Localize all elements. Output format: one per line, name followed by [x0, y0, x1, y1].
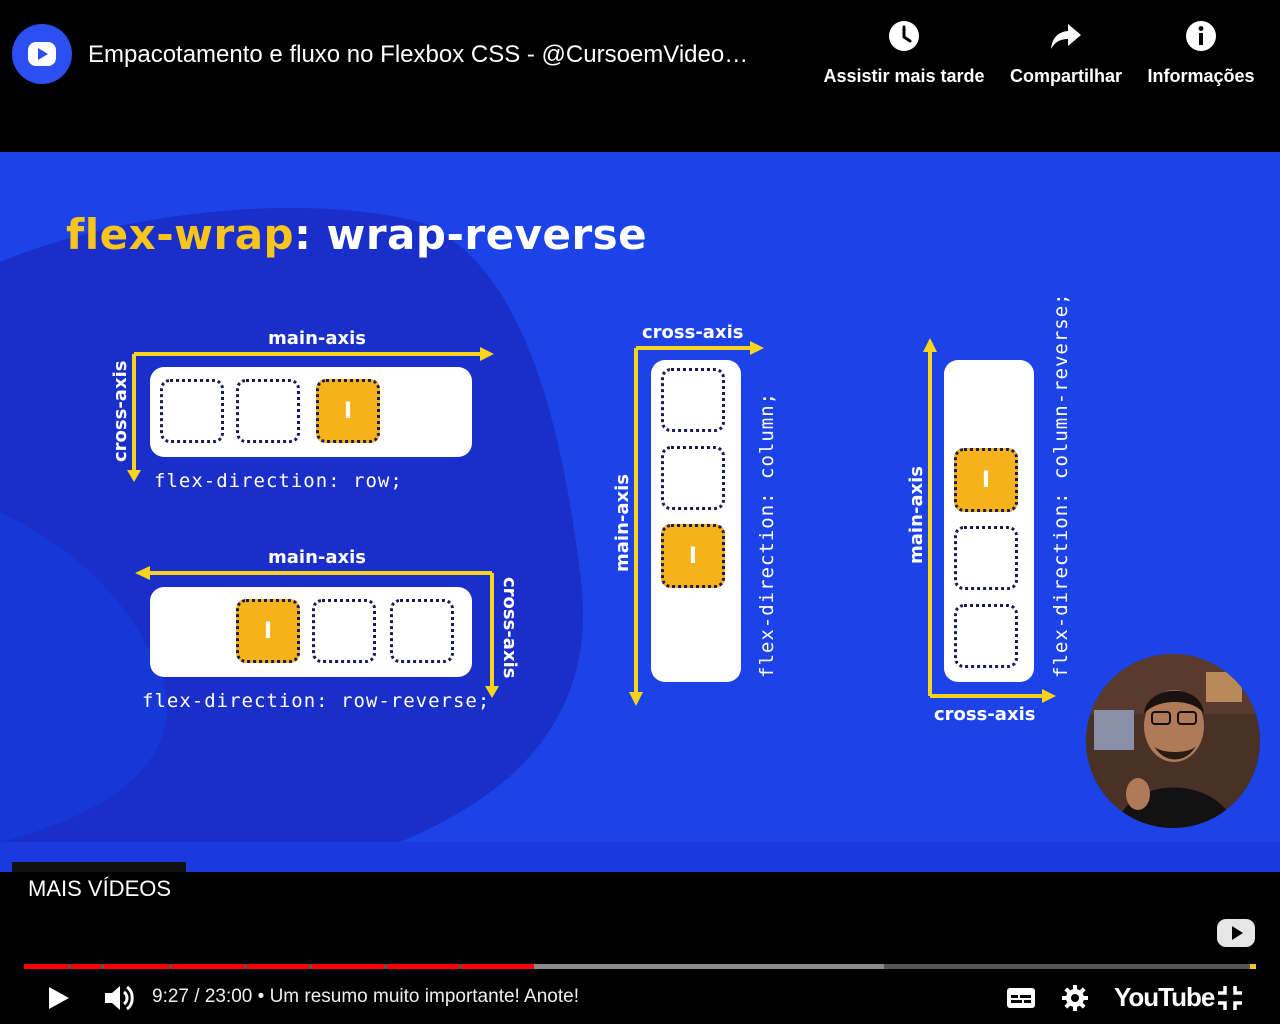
row-cross-axis-label: cross-axis: [110, 360, 131, 462]
column-reverse-item: [954, 526, 1018, 590]
column-reverse-item-active: I: [954, 448, 1018, 512]
progress-played: [104, 964, 169, 969]
progress-played: [172, 964, 244, 969]
channel-avatar[interactable]: [12, 24, 72, 84]
player-top-bar: Empacotamento e fluxo no Flexbox CSS - @…: [0, 0, 1280, 152]
item-marker: I: [688, 543, 698, 569]
column-reverse-cross-axis-label: cross-axis: [934, 704, 1036, 725]
column-container: I: [651, 360, 741, 682]
column-reverse-main-axis-label: main-axis: [906, 466, 927, 564]
progress-end-marker: [1250, 964, 1256, 969]
row-item: [160, 379, 224, 443]
share-label: Compartilhar: [1009, 66, 1123, 86]
play-icon[interactable]: [44, 984, 72, 1012]
progress-buffered: [534, 964, 884, 969]
progress-played: [312, 964, 384, 969]
row-reverse-code: flex-direction: row-reverse;: [142, 690, 491, 712]
slide-title-keyword: flex-wrap: [66, 210, 295, 259]
slide-title: flex-wrap: wrap-reverse: [66, 210, 647, 259]
subtitles-icon[interactable]: [1006, 986, 1036, 1010]
column-reverse-code: flex-direction: column-reverse;: [1050, 292, 1072, 678]
progress-played: [387, 964, 459, 969]
row-item: [236, 379, 300, 443]
column-reverse-axes: [923, 338, 1056, 703]
progress-played: [247, 964, 309, 969]
presenter-webcam: [1086, 654, 1260, 828]
presenter-image: [1086, 654, 1260, 828]
info-button[interactable]: Informações: [1142, 18, 1260, 87]
row-reverse-item: [312, 599, 376, 663]
item-marker: I: [343, 398, 353, 424]
row-code: flex-direction: row;: [154, 470, 403, 492]
column-reverse-container: I: [944, 360, 1034, 682]
column-code: flex-direction: column;: [756, 391, 778, 678]
row-axes: [127, 347, 494, 482]
column-cross-axis-label: cross-axis: [642, 322, 744, 343]
slide-background: [0, 207, 1280, 872]
progress-played: [462, 964, 534, 969]
row-main-axis-label: main-axis: [268, 328, 366, 349]
settings-gear-icon[interactable]: [1061, 984, 1089, 1012]
column-main-axis-label: main-axis: [612, 474, 633, 572]
progress-bar[interactable]: [24, 964, 1256, 969]
info-label: Informações: [1147, 66, 1255, 86]
channel-watermark-icon[interactable]: [1216, 916, 1256, 950]
share-icon: [1051, 24, 1081, 49]
row-container: I: [150, 367, 472, 457]
item-marker: I: [981, 467, 991, 493]
column-axes: [629, 341, 764, 706]
column-reverse-item: [954, 604, 1018, 668]
row-reverse-item-active: I: [236, 599, 300, 663]
row-reverse-axes: [135, 566, 499, 698]
time-and-chapter: 9:27 / 23:00 • Um resumo muito important…: [152, 986, 579, 1007]
share-button[interactable]: Compartilhar: [1004, 18, 1128, 87]
column-item: [661, 368, 725, 432]
more-videos-label[interactable]: MAIS VÍDEOS: [28, 876, 172, 901]
row-reverse-main-axis-label: main-axis: [268, 547, 366, 568]
youtube-logo[interactable]: YouTube: [1114, 982, 1215, 1012]
watch-later-label: Assistir mais tarde: [823, 66, 985, 86]
video-frame[interactable]: flex-wrap: wrap-reverse main-axis cross-…: [0, 152, 1280, 872]
more-videos-tab[interactable]: [12, 862, 186, 872]
row-reverse-container: I: [150, 587, 472, 677]
column-item-active: I: [661, 524, 725, 588]
clock-icon: [889, 21, 919, 51]
progress-played: [24, 964, 68, 969]
exit-fullscreen-icon[interactable]: [1216, 984, 1244, 1012]
column-item: [661, 446, 725, 510]
item-marker: I: [263, 618, 273, 644]
watch-later-button[interactable]: Assistir mais tarde: [818, 18, 990, 87]
slide-title-value: : wrap-reverse: [294, 210, 648, 259]
row-reverse-item: [390, 599, 454, 663]
row-reverse-cross-axis-label: cross-axis: [499, 577, 520, 679]
video-title[interactable]: Empacotamento e fluxo no Flexbox CSS - @…: [88, 41, 749, 68]
info-icon: [1186, 21, 1216, 51]
row-item-active: I: [316, 379, 380, 443]
channel-logo-icon: [28, 42, 56, 66]
progress-played: [71, 964, 101, 969]
volume-icon[interactable]: [102, 982, 136, 1014]
